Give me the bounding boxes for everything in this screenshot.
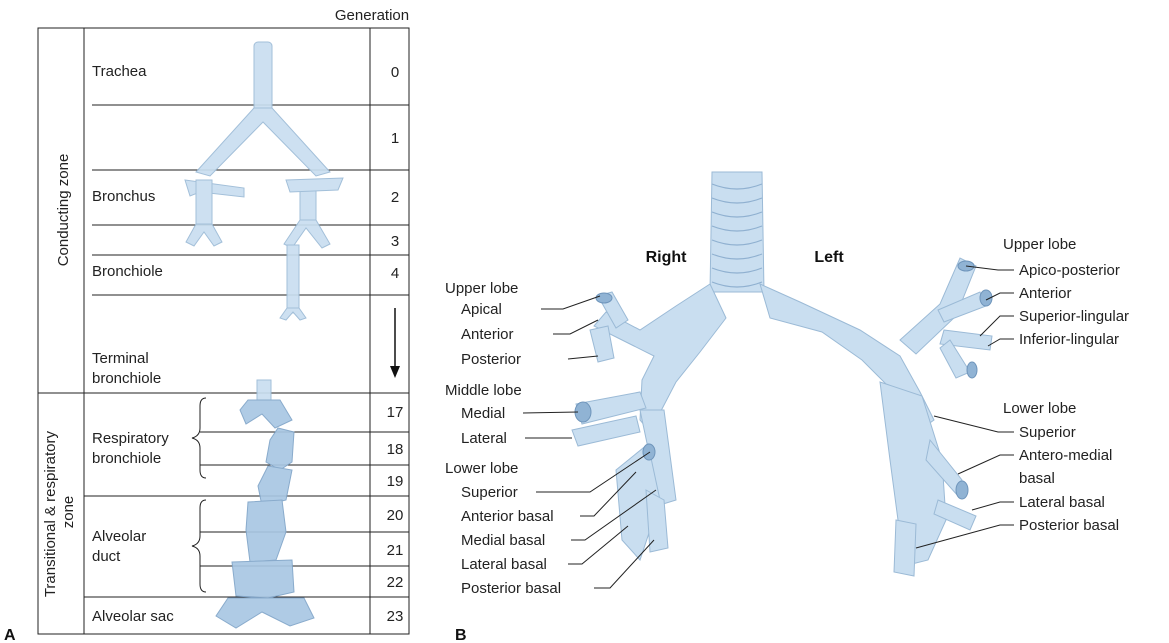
- structure-label-alveolar-sac: Alveolar sac: [92, 608, 174, 625]
- right-label-superior: Superior: [461, 484, 518, 501]
- generation-19: 19: [387, 473, 404, 490]
- panel-b-bronchial-tree: Right Left Upper lobe Apical Anterior Po…: [445, 172, 1129, 643]
- side-label-right: Right: [646, 249, 688, 266]
- side-label-left: Left: [814, 249, 844, 266]
- right-label-posterior: Posterior: [461, 351, 521, 368]
- right-label-apical: Apical: [461, 301, 502, 318]
- generation-0: 0: [391, 64, 399, 81]
- zone-label-transitional: Transitional & respiratory zone: [42, 427, 77, 597]
- generation-17: 17: [387, 404, 404, 421]
- brace-alveolar-duct: [192, 500, 206, 592]
- left-label-anterior: Anterior: [1019, 285, 1072, 302]
- panel-a-generations-table: Generation Conducting zone Transitional …: [4, 7, 409, 643]
- structure-label-bronchus: Bronchus: [92, 188, 155, 205]
- left-label-apico-posterior: Apico-posterior: [1019, 262, 1120, 279]
- continuation-arrow: [390, 308, 400, 378]
- right-upper-lobe-heading: Upper lobe: [445, 280, 518, 297]
- generation-21: 21: [387, 542, 404, 559]
- generation-22: 22: [387, 574, 404, 591]
- right-label-medial: Medial: [461, 405, 505, 422]
- left-upper-lobe-heading: Upper lobe: [1003, 236, 1076, 253]
- left-label-superior: Superior: [1019, 424, 1076, 441]
- airway-tree-illustration: [185, 42, 343, 628]
- generation-header: Generation: [335, 7, 409, 24]
- generation-23: 23: [387, 608, 404, 625]
- zone-label-conducting: Conducting zone: [55, 154, 72, 267]
- right-label-lateral: Lateral: [461, 430, 507, 447]
- right-label-anterior-basal: Anterior basal: [461, 508, 554, 525]
- left-label-antero-medial-basal: basal: [1019, 470, 1055, 487]
- generation-1: 1: [391, 130, 399, 147]
- right-label-medial-basal: Medial basal: [461, 532, 545, 549]
- left-label-superior-lingular: Superior-lingular: [1019, 308, 1129, 325]
- generation-4: 4: [391, 265, 399, 282]
- left-label-inferior-lingular: Inferior-lingular: [1019, 331, 1119, 348]
- generation-3: 3: [391, 233, 399, 250]
- left-label-posterior-basal: Posterior basal: [1019, 517, 1119, 534]
- left-label-antero-medial: Antero-medial: [1019, 447, 1112, 464]
- structure-label-trachea: Trachea: [92, 63, 147, 80]
- panel-b-label: B: [455, 627, 467, 643]
- generation-2: 2: [391, 189, 399, 206]
- structure-label-bronchiole: Bronchiole: [92, 263, 163, 280]
- right-label-lateral-basal: Lateral basal: [461, 556, 547, 573]
- brace-respiratory: [192, 398, 206, 478]
- generation-20: 20: [387, 507, 404, 524]
- right-label-posterior-basal: Posterior basal: [461, 580, 561, 597]
- right-label-anterior: Anterior: [461, 326, 514, 343]
- left-lower-lobe-heading: Lower lobe: [1003, 400, 1076, 417]
- bronchi-illustration: [572, 172, 992, 576]
- right-middle-lobe-heading: Middle lobe: [445, 382, 522, 399]
- right-lower-lobe-heading: Lower lobe: [445, 460, 518, 477]
- panel-a-label: A: [4, 627, 16, 643]
- left-label-lateral-basal: Lateral basal: [1019, 494, 1105, 511]
- generation-18: 18: [387, 441, 404, 458]
